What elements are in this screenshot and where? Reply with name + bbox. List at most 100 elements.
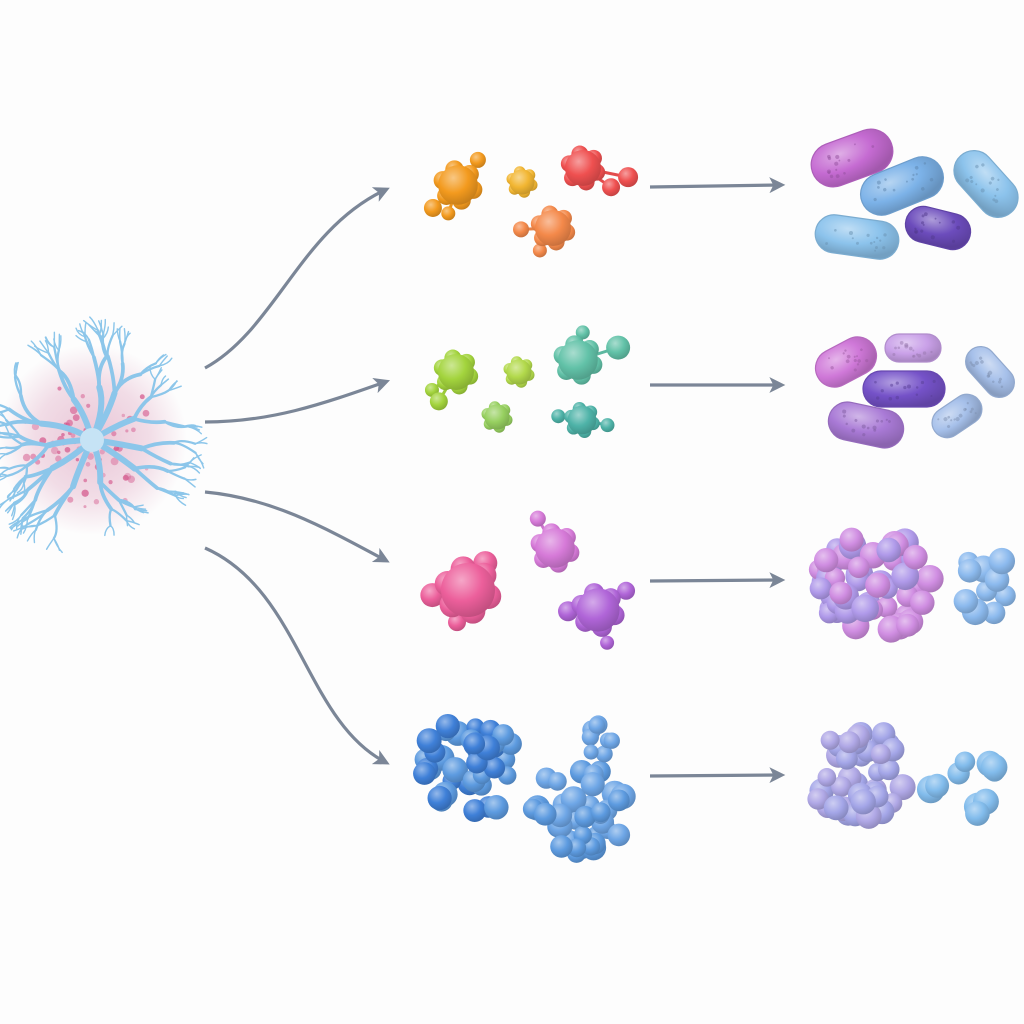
dendrite [0, 452, 8, 455]
sphere [865, 572, 891, 598]
sphere [807, 788, 829, 810]
sphere-cluster [522, 760, 636, 863]
dendrite [172, 441, 197, 454]
rod-cell [827, 401, 905, 449]
dendrite [0, 408, 11, 414]
final-row-3 [808, 527, 1016, 643]
sphere [607, 823, 631, 847]
cell-granule [80, 394, 85, 399]
molecule-cluster [553, 325, 631, 385]
dendrite [149, 384, 163, 399]
molecule-cluster [506, 166, 538, 198]
dendrite [117, 498, 137, 511]
sphere [835, 747, 858, 770]
dendrite [58, 369, 76, 402]
rod-cell [862, 370, 946, 408]
dendrite [134, 508, 148, 512]
sphere [916, 565, 944, 593]
sphere-cluster [953, 547, 1016, 626]
dendrite [0, 497, 11, 509]
cell-granule [93, 499, 100, 505]
cell-granule [55, 455, 62, 462]
molecule-cluster [503, 356, 535, 388]
cell-granule [72, 414, 80, 421]
dendrite [194, 452, 204, 465]
sphere [583, 744, 599, 760]
rod-cell [814, 214, 900, 260]
cell-granule [110, 457, 119, 466]
sphere [416, 728, 442, 754]
dendrite [52, 484, 75, 518]
cell-granule [121, 413, 126, 418]
intermediate-row-3 [420, 510, 636, 650]
dendrite [20, 517, 24, 535]
molecule-cluster [558, 581, 636, 650]
dendrite [44, 340, 50, 354]
molecule-cluster [560, 145, 639, 197]
sphere [548, 772, 567, 791]
dendrite [125, 514, 135, 523]
cell-granule [57, 450, 61, 455]
dendrite [183, 477, 196, 488]
sphere [851, 594, 879, 623]
cell-granule [131, 427, 136, 433]
final-row-2 [814, 333, 1015, 449]
dendrite [125, 514, 129, 527]
dendrite [174, 493, 190, 497]
dendrite [6, 487, 15, 499]
dendrite [26, 466, 55, 492]
sphere [965, 801, 990, 826]
cell-granule [85, 462, 91, 467]
dendrite [25, 443, 50, 468]
dendrite [167, 380, 178, 392]
source-cell [0, 316, 208, 554]
dendrite [89, 316, 99, 332]
dendrite [108, 508, 113, 527]
dendrite [35, 514, 56, 527]
cell-granule [87, 453, 94, 460]
dendrite [27, 344, 42, 356]
dendrite [132, 464, 170, 473]
dendrite [186, 425, 201, 431]
sphere [435, 713, 460, 739]
dendrite [22, 518, 29, 534]
dendrite [0, 475, 9, 481]
dendrite [21, 498, 37, 520]
cell-granule [139, 394, 145, 400]
dendrite [117, 498, 128, 517]
dendrite [87, 338, 96, 359]
dendrite [125, 519, 140, 526]
sphere [820, 730, 840, 750]
step-arrow-4 [649, 767, 786, 784]
cell-granule [122, 474, 129, 481]
sphere [413, 762, 436, 785]
dendrite [194, 436, 208, 445]
dendrite [5, 502, 15, 512]
sphere [823, 795, 849, 821]
cell-granule [99, 449, 105, 455]
branch-arrow-2 [204, 378, 391, 424]
sphere [588, 716, 606, 734]
sphere [483, 757, 506, 779]
dendrite [5, 418, 22, 438]
cell-granule [125, 429, 129, 433]
sphere [870, 744, 891, 765]
dendrite [22, 464, 29, 484]
rod-cell [931, 393, 983, 439]
dendrite [149, 389, 170, 399]
dendrite [160, 378, 169, 386]
dendrite [26, 529, 37, 542]
cell-granule [108, 480, 113, 485]
rod-cell [965, 345, 1015, 399]
intermediate-row-2 [424, 325, 631, 438]
cell-granule [61, 433, 65, 437]
sphere [988, 547, 1016, 575]
dendrite [174, 495, 187, 506]
dendrite [0, 467, 11, 470]
sphere [463, 733, 486, 755]
branch-arrow-4 [204, 546, 390, 765]
sphere [910, 590, 935, 615]
molecule-cluster [481, 401, 513, 433]
molecule-cluster [420, 551, 502, 632]
rod-cell [884, 333, 942, 363]
